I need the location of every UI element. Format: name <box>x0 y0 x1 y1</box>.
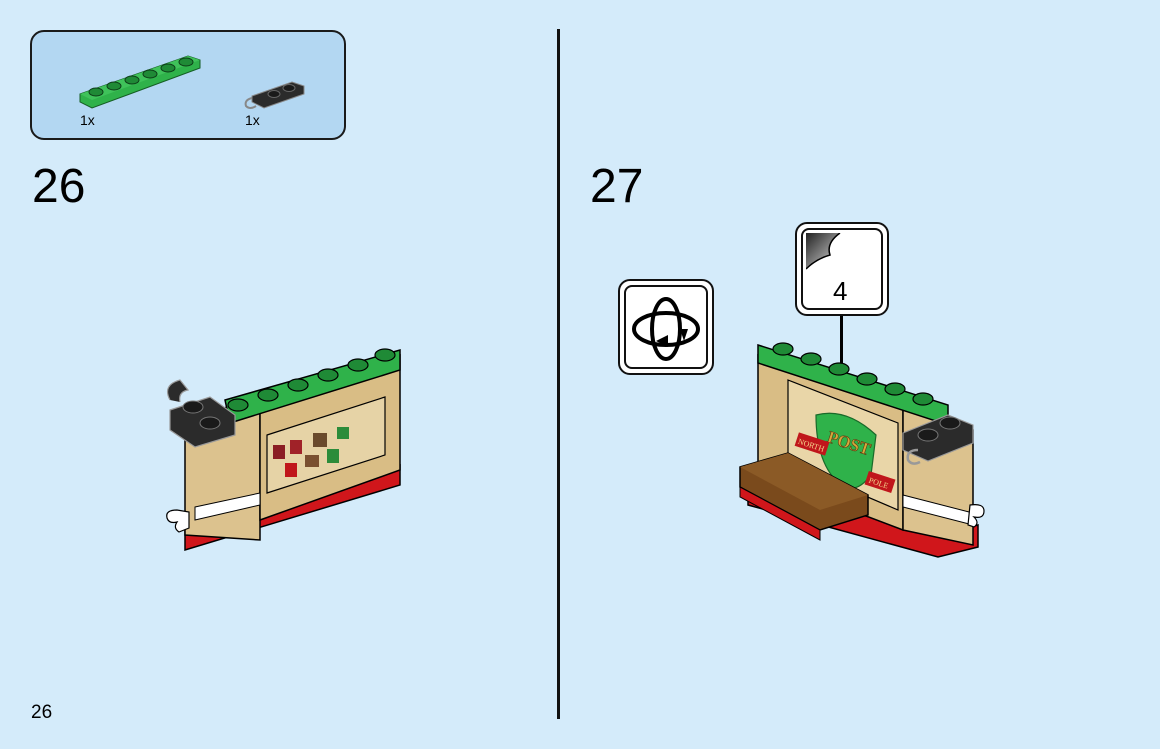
step-27-model-illustration: POST NORTH POLE <box>739 342 985 558</box>
rotate-model-icon <box>632 297 700 361</box>
step-number: 26 <box>32 160 86 213</box>
sticker-callout: 4 <box>795 222 889 316</box>
black-clip-plate-icon <box>244 81 305 109</box>
sticker-pointer-line <box>840 316 843 404</box>
rotate-model-callout <box>618 279 714 375</box>
step-divider <box>557 29 560 719</box>
part-quantity: 1x <box>245 112 260 128</box>
step-number: 27 <box>590 160 644 213</box>
part-quantity: 1x <box>80 112 95 128</box>
green-plate-1x6-icon <box>79 55 201 109</box>
sticker-peel-icon <box>806 233 841 270</box>
parts-callout: 1x 1x <box>30 30 346 140</box>
step-26-model-illustration <box>166 348 401 552</box>
page-number: 26 <box>31 702 53 723</box>
sticker-number: 4 <box>833 276 848 306</box>
